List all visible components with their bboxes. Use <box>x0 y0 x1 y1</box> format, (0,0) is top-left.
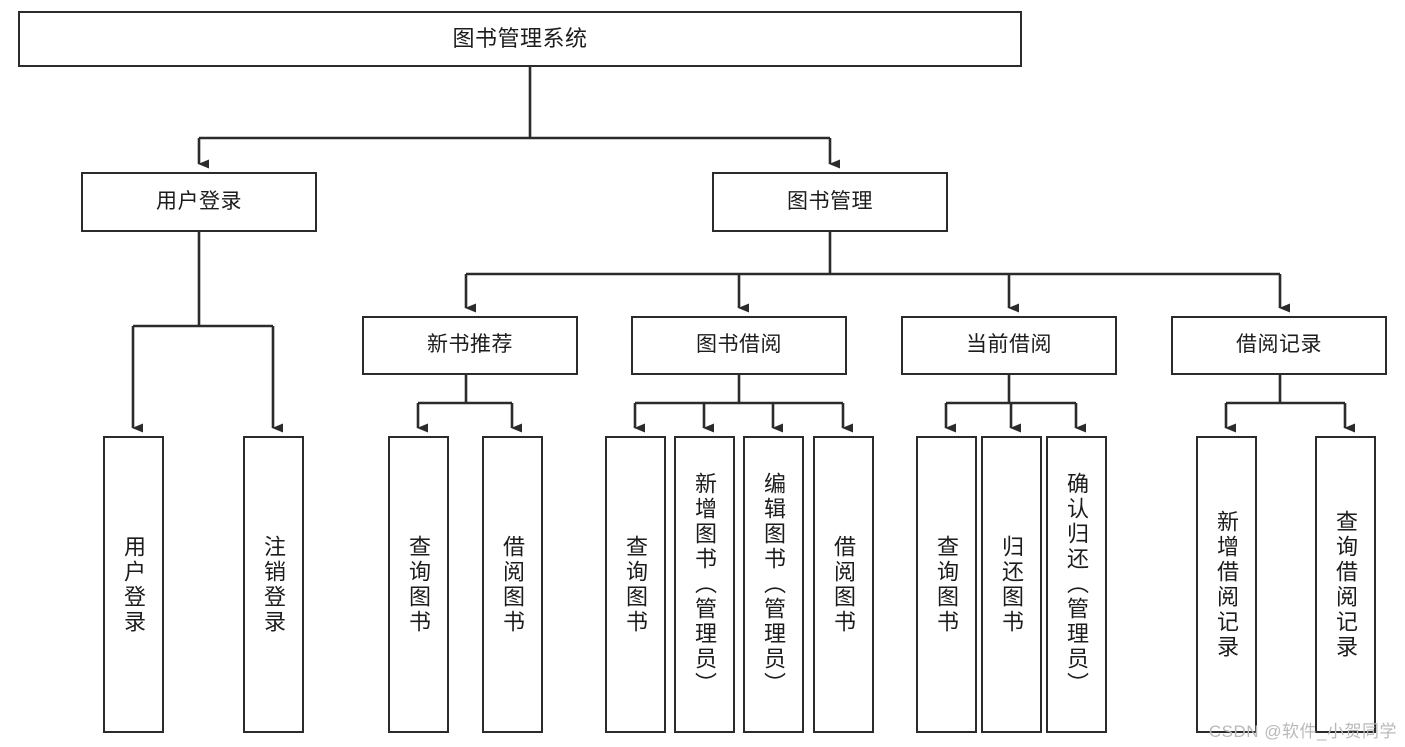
node-leaf-query-book-1-label: 查询图书 <box>406 534 432 635</box>
node-leaf-add-record[interactable]: 新增借阅记录 <box>1196 436 1257 733</box>
node-new-book-rec[interactable]: 新书推荐 <box>362 316 578 375</box>
node-leaf-borrow-book-1-label: 借阅图书 <box>500 534 526 635</box>
node-leaf-borrow-book-2-label: 借阅图书 <box>831 534 857 635</box>
node-leaf-query-book-2-label: 查询图书 <box>623 534 649 635</box>
node-leaf-confirm-return-label: 确认归还（管理员） <box>1064 472 1090 697</box>
node-book-borrow-label: 图书借阅 <box>696 333 782 357</box>
node-leaf-edit-book-label: 编辑图书（管理员） <box>761 472 787 697</box>
node-leaf-add-book[interactable]: 新增图书（管理员） <box>674 436 735 733</box>
watermark: CSDN @软件_小贺同学 <box>1208 722 1397 741</box>
node-book-borrow[interactable]: 图书借阅 <box>631 316 847 375</box>
node-book-manage-label: 图书管理 <box>787 189 873 213</box>
node-leaf-logout[interactable]: 注销登录 <box>243 436 304 733</box>
node-current-borrow[interactable]: 当前借阅 <box>901 316 1117 375</box>
node-root[interactable]: 图书管理系统 <box>18 11 1022 67</box>
node-leaf-query-book-3[interactable]: 查询图书 <box>916 436 977 733</box>
node-borrow-record[interactable]: 借阅记录 <box>1171 316 1387 375</box>
node-leaf-query-book-3-label: 查询图书 <box>934 534 960 635</box>
node-root-label: 图书管理系统 <box>452 26 588 52</box>
node-leaf-edit-book[interactable]: 编辑图书（管理员） <box>743 436 804 733</box>
node-leaf-query-book-2[interactable]: 查询图书 <box>605 436 666 733</box>
node-leaf-add-book-label: 新增图书（管理员） <box>692 472 718 697</box>
node-new-book-rec-label: 新书推荐 <box>427 333 513 357</box>
node-leaf-confirm-return[interactable]: 确认归还（管理员） <box>1046 436 1107 733</box>
node-leaf-user-login[interactable]: 用户登录 <box>103 436 164 733</box>
node-user-login[interactable]: 用户登录 <box>81 172 317 232</box>
node-current-borrow-label: 当前借阅 <box>966 333 1052 357</box>
node-leaf-query-record[interactable]: 查询借阅记录 <box>1315 436 1376 733</box>
node-leaf-borrow-book-1[interactable]: 借阅图书 <box>482 436 543 733</box>
node-book-manage[interactable]: 图书管理 <box>712 172 948 232</box>
node-borrow-record-label: 借阅记录 <box>1236 333 1322 357</box>
node-user-login-label: 用户登录 <box>156 189 242 213</box>
node-leaf-query-book-1[interactable]: 查询图书 <box>388 436 449 733</box>
node-leaf-return-book-label: 归还图书 <box>999 534 1025 635</box>
node-leaf-query-record-label: 查询借阅记录 <box>1333 509 1359 660</box>
node-leaf-user-login-label: 用户登录 <box>121 534 147 635</box>
node-leaf-logout-label: 注销登录 <box>261 534 287 635</box>
node-leaf-borrow-book-2[interactable]: 借阅图书 <box>813 436 874 733</box>
node-leaf-add-record-label: 新增借阅记录 <box>1214 509 1240 660</box>
node-leaf-return-book[interactable]: 归还图书 <box>981 436 1042 733</box>
